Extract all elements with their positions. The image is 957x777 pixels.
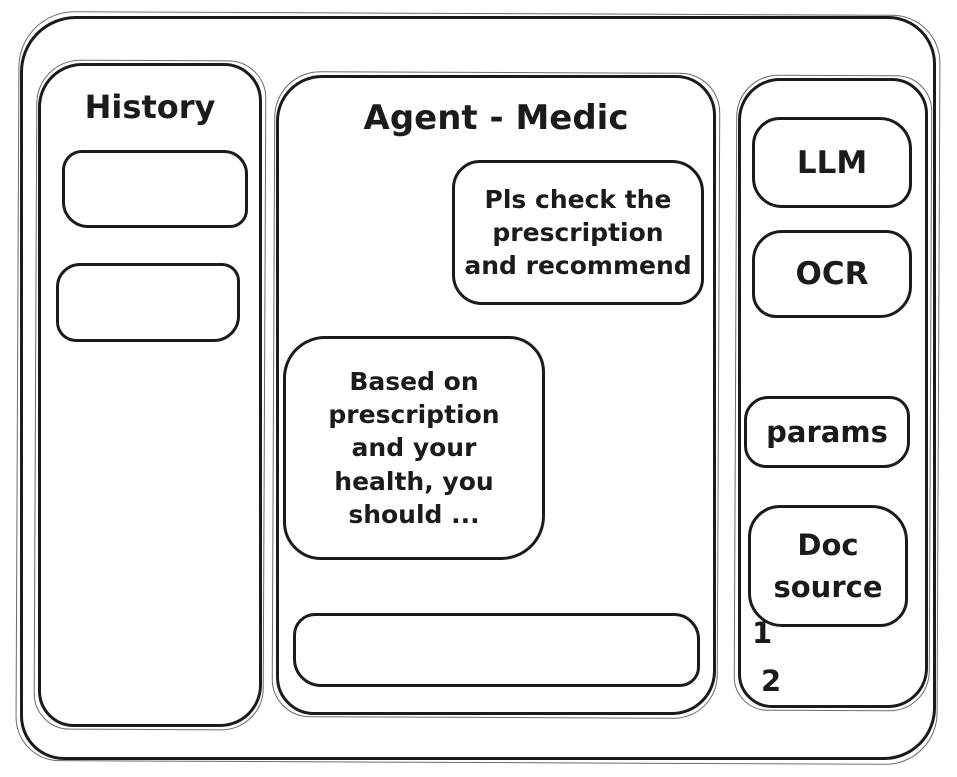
app-window-frame: History Agent - Medic Pls check the pres…: [20, 16, 936, 760]
doc-source-item-1[interactable]: 1: [752, 616, 773, 650]
user-message-bubble: Pls check the prescription and recommend: [452, 160, 704, 305]
llm-button[interactable]: LLM: [752, 117, 912, 208]
tools-panel: LLM OCR params Doc source 1 2: [738, 78, 928, 708]
history-panel: History: [38, 63, 262, 727]
doc-source-button[interactable]: Doc source: [748, 505, 908, 627]
message-input[interactable]: [293, 613, 700, 687]
agent-message-bubble: Based on prescription and your health, y…: [283, 336, 545, 560]
params-button[interactable]: params: [744, 396, 910, 468]
ocr-button[interactable]: OCR: [752, 230, 912, 318]
chat-panel: Agent - Medic Pls check the prescription…: [276, 75, 716, 715]
history-item[interactable]: [62, 150, 248, 228]
chat-title: Agent - Medic: [363, 98, 629, 138]
history-title: History: [84, 88, 216, 126]
doc-source-item-2[interactable]: 2: [761, 664, 782, 698]
history-item[interactable]: [56, 263, 240, 342]
